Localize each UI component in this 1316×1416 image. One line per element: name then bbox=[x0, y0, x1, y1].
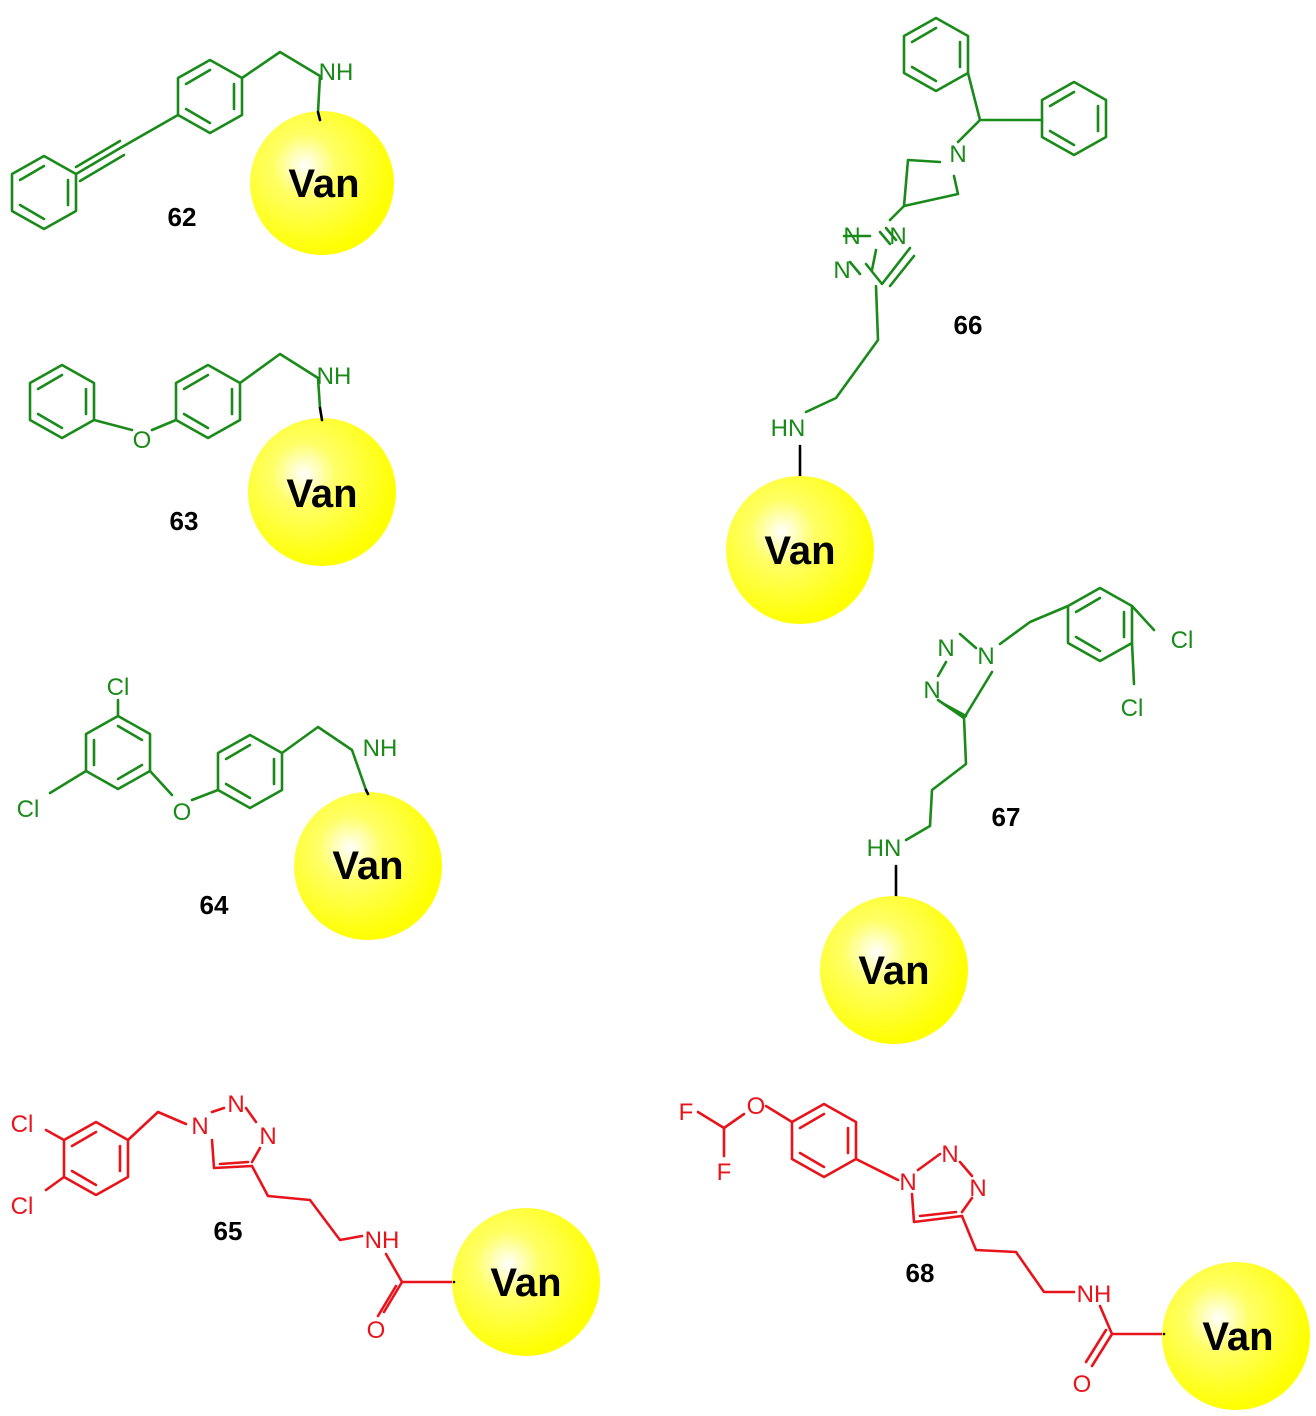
compound-68-n2-label: N bbox=[941, 1141, 958, 1168]
compound-68-f1-label: F bbox=[679, 1099, 694, 1126]
compound-68-o-label: O bbox=[1073, 1371, 1092, 1398]
compound-63-o-label: O bbox=[133, 427, 152, 454]
compound-63: O NH Van 63 bbox=[28, 352, 396, 566]
compound-67-cl2-label: Cl bbox=[1121, 695, 1144, 722]
compound-65-bonds bbox=[44, 1106, 456, 1318]
compound-68-van-bead bbox=[1162, 1262, 1310, 1410]
compound-64-van-bead bbox=[294, 792, 442, 940]
compound-62-id: 62 bbox=[168, 202, 197, 232]
compound-63-link bbox=[318, 406, 324, 422]
compound-63-id: 63 bbox=[170, 506, 199, 536]
compound-66-van-label: Van bbox=[764, 529, 835, 573]
compound-64-van-label: Van bbox=[332, 844, 403, 888]
compound-66: N N N N HN Van 66 bbox=[726, 16, 1108, 624]
compound-62-nh-label: NH bbox=[319, 59, 354, 86]
compound-62-van-label: Van bbox=[288, 162, 359, 206]
compound-67-n1-label: N bbox=[977, 643, 994, 670]
compound-65-o-label: O bbox=[367, 1317, 386, 1344]
compound-67-n2-label: N bbox=[937, 635, 954, 662]
compound-68-id: 68 bbox=[906, 1258, 935, 1288]
compound-65-cl2-label: Cl bbox=[11, 1193, 34, 1220]
compound-64-o-label: O bbox=[173, 799, 192, 826]
compound-66-hn-label: HN bbox=[771, 415, 806, 442]
compound-64: Cl Cl O NH Van 64 bbox=[17, 674, 442, 940]
compound-63-van-label: Van bbox=[286, 472, 357, 516]
compound-64-nh-label: NH bbox=[363, 735, 398, 762]
compound-65-van-label: Van bbox=[490, 1261, 561, 1305]
compound-65-id: 65 bbox=[214, 1216, 243, 1246]
compound-68: F F O N N N NH O Van 68 bbox=[679, 1093, 1310, 1410]
compound-64-bonds bbox=[48, 698, 368, 810]
compound-65-cl1-label: Cl bbox=[11, 1111, 34, 1138]
compound-65-n2-label: N bbox=[227, 1091, 244, 1118]
compound-66-azetidine-n-label: N bbox=[949, 141, 966, 168]
compound-62-bonds bbox=[10, 50, 322, 231]
compound-68-f2-label: F bbox=[717, 1159, 732, 1186]
compound-64-id: 64 bbox=[200, 890, 229, 920]
bead-linkers bbox=[316, 110, 1166, 1336]
compound-62-link bbox=[316, 110, 322, 122]
compound-62-van-bead bbox=[250, 111, 394, 255]
compound-66-bonds bbox=[804, 16, 1108, 414]
compound-66-n1-label: N bbox=[843, 223, 860, 250]
compound-67-bonds bbox=[904, 586, 1156, 842]
compound-68-n3-label: N bbox=[969, 1175, 986, 1202]
compound-66-n2-label: N bbox=[889, 223, 906, 250]
compound-65-n3-label: N bbox=[259, 1123, 276, 1150]
compound-63-nh-label: NH bbox=[317, 363, 352, 390]
compound-66-van-bead bbox=[726, 476, 874, 624]
compound-67-id: 67 bbox=[992, 802, 1021, 832]
compound-68-bonds bbox=[696, 1102, 1166, 1368]
compound-65-n1-label: N bbox=[191, 1113, 208, 1140]
compound-68-n1-label: N bbox=[899, 1169, 916, 1196]
compound-68-ether-o-label: O bbox=[747, 1093, 766, 1120]
compound-62: NH Van 62 bbox=[10, 50, 394, 255]
compound-68-nh-label: NH bbox=[1077, 1281, 1112, 1308]
compound-67-hn-label: HN bbox=[867, 835, 902, 862]
compound-67: N N N Cl Cl HN Van 67 bbox=[820, 586, 1194, 1044]
compound-65-nh-label: NH bbox=[365, 1227, 400, 1254]
compound-65: Cl Cl N N N NH O Van 65 bbox=[11, 1091, 600, 1356]
compound-64-link bbox=[364, 788, 370, 796]
compound-67-van-bead bbox=[820, 896, 968, 1044]
compound-66-id: 66 bbox=[954, 310, 983, 340]
compound-65-van-bead bbox=[452, 1208, 600, 1356]
compound-64-cl2-label: Cl bbox=[17, 796, 40, 823]
compound-66-n3-label: N bbox=[833, 257, 850, 284]
compound-67-cl1-label: Cl bbox=[1171, 627, 1194, 654]
compound-63-van-bead bbox=[248, 418, 396, 566]
compound-67-n3-label: N bbox=[923, 677, 940, 704]
compound-67-van-label: Van bbox=[858, 949, 929, 993]
compound-64-cl1-label: Cl bbox=[107, 674, 130, 701]
compound-68-van-label: Van bbox=[1202, 1315, 1273, 1359]
compound-63-bonds bbox=[28, 352, 322, 440]
